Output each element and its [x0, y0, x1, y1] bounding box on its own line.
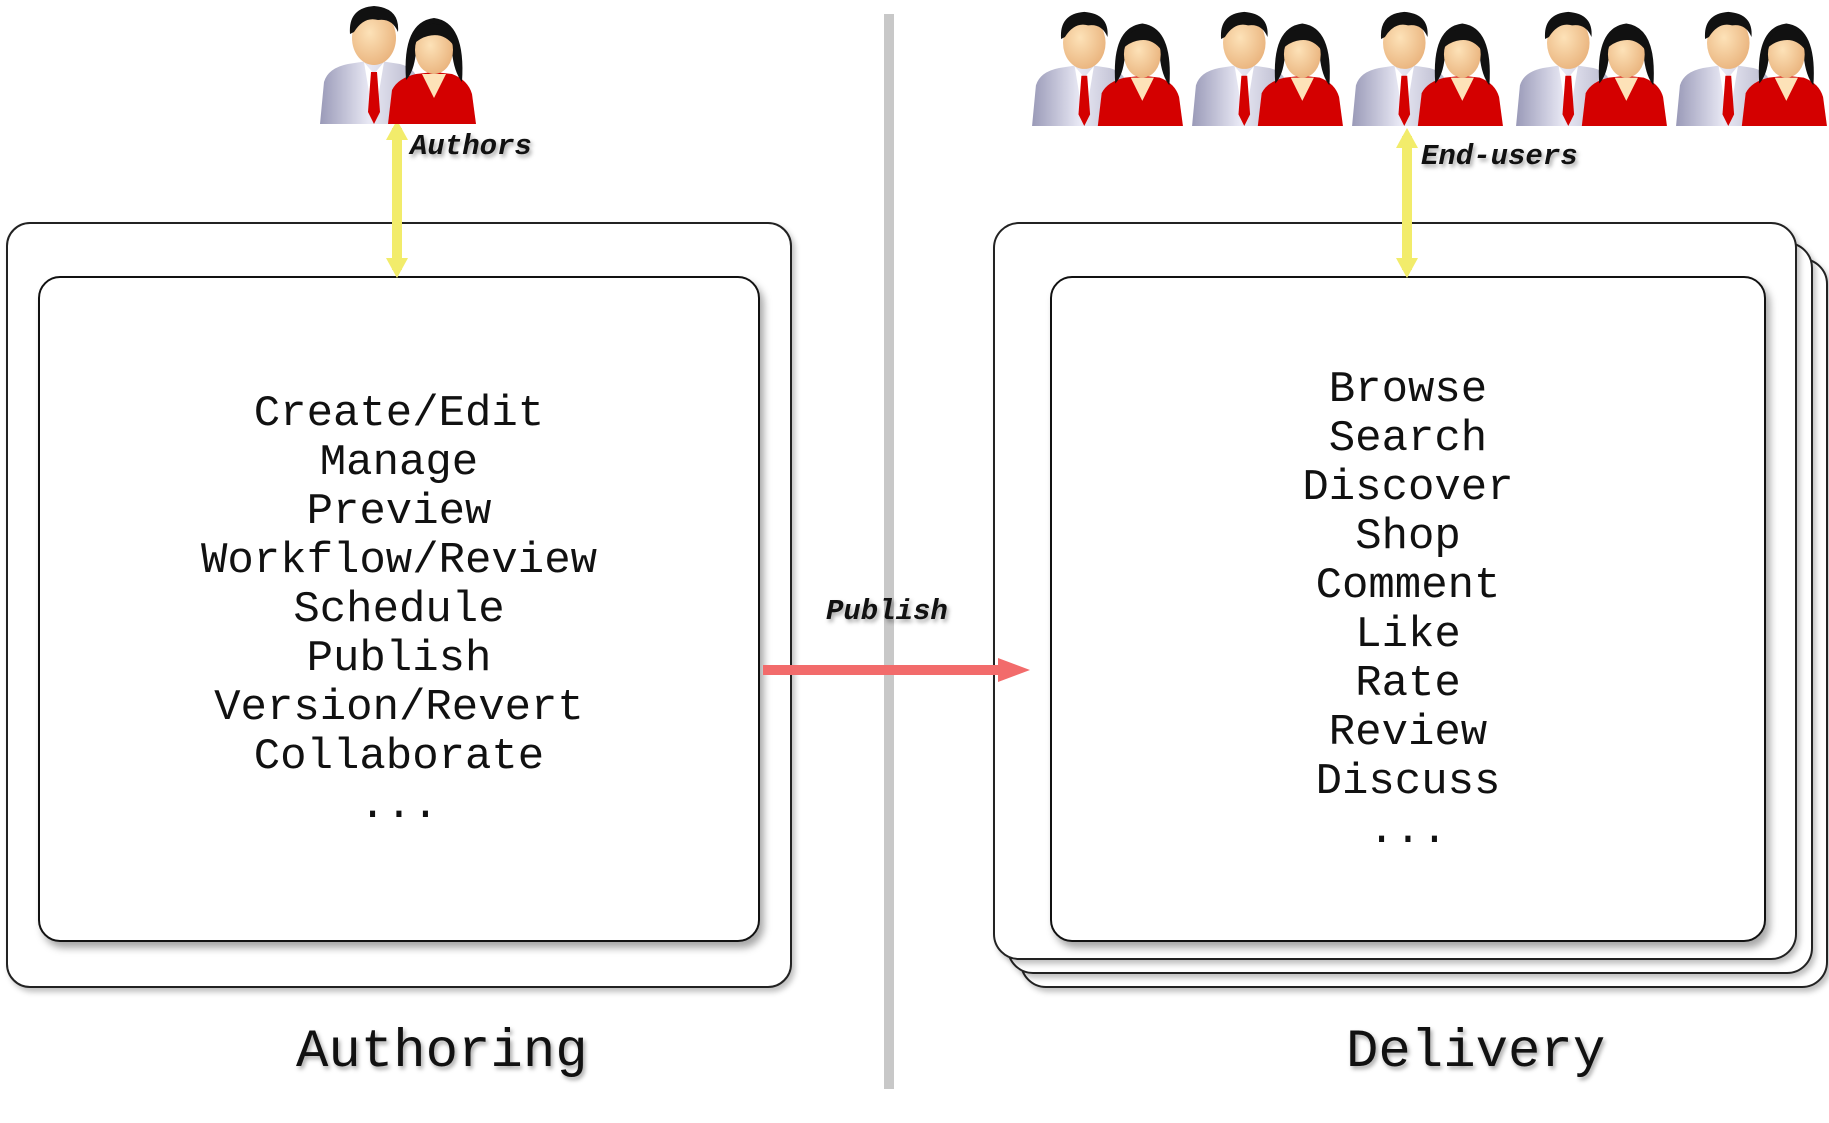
end-user-people-icon — [1032, 11, 1183, 126]
end-users-arrow — [1396, 128, 1418, 278]
authoring-action-item: ... — [359, 781, 439, 831]
authoring-action-item: Collaborate — [253, 732, 545, 782]
authors-arrow — [386, 120, 408, 278]
authoring-action-item: Preview — [306, 487, 492, 537]
authors-people-icon — [320, 6, 476, 124]
delivery-action-item: Shop — [1355, 512, 1461, 562]
authoring-title: Authoring — [296, 1022, 588, 1083]
delivery-action-item: Discover — [1302, 463, 1514, 513]
delivery-action-item: Like — [1355, 610, 1461, 660]
end-user-people-icon — [1516, 11, 1667, 126]
authoring-action-item: Manage — [319, 438, 479, 488]
delivery-action-item: Rate — [1355, 659, 1461, 709]
delivery-action-item: ... — [1368, 806, 1448, 856]
authoring-action-item: Publish — [306, 634, 492, 684]
delivery-action-item: Search — [1328, 414, 1488, 464]
delivery-action-item: Review — [1328, 708, 1488, 758]
publish-arrow — [763, 658, 1030, 682]
end-users-label: End-users — [1421, 140, 1578, 173]
end-user-people-icon — [1352, 11, 1503, 126]
delivery-action-item: Comment — [1315, 561, 1501, 611]
authoring-action-item: Schedule — [293, 585, 505, 635]
authoring-action-item: Create/Edit — [253, 389, 545, 439]
delivery-action-item: Discuss — [1315, 757, 1501, 807]
end-user-people-icon — [1192, 11, 1343, 126]
delivery-action-item: Browse — [1328, 365, 1488, 415]
authoring-action-item: Workflow/Review — [200, 536, 598, 586]
delivery-title: Delivery — [1346, 1022, 1606, 1083]
section-divider — [884, 14, 894, 1089]
publish-label: Publish — [826, 595, 948, 628]
end-user-people-icon — [1676, 11, 1827, 126]
authoring-action-item: Version/Revert — [214, 683, 584, 733]
authors-label: Authors — [410, 130, 532, 163]
